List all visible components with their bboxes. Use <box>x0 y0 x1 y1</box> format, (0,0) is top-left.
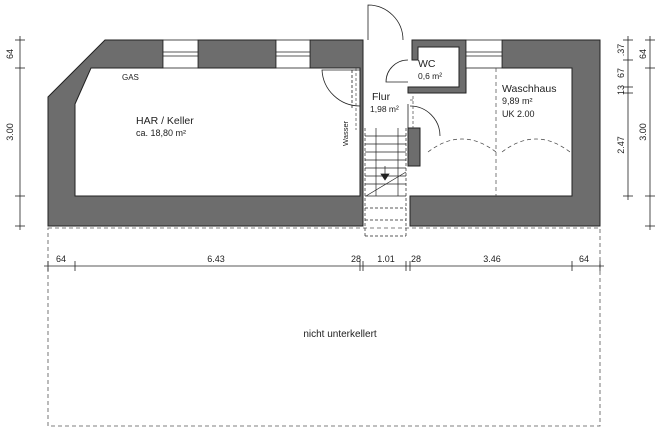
dim-h-3: 28 <box>351 254 361 264</box>
door-keller-arc <box>321 69 361 107</box>
dim-right-outer-2: 3.00 <box>638 123 648 141</box>
window-keller-2 <box>275 39 311 69</box>
wall-stair-pillar <box>407 127 421 167</box>
dim-right-outer-1: 64 <box>638 49 648 59</box>
room-waschhaus-name: Waschhaus <box>502 83 556 95</box>
room-keller-name: HAR / Keller <box>136 115 194 127</box>
windows <box>162 39 503 69</box>
flur-dashed-lines <box>355 68 414 130</box>
wall-waschhaus <box>409 39 601 227</box>
dim-h-7: 64 <box>579 254 589 264</box>
room-wc-name: WC <box>418 58 436 70</box>
dim-right-inner-4: 2.47 <box>616 136 626 154</box>
dim-h-4: 1.01 <box>377 254 395 264</box>
dimension-lines <box>15 36 655 271</box>
staircase <box>364 128 407 237</box>
room-wc-area: 0,6 m² <box>418 71 442 81</box>
unexcavated-label: nicht unterkellert <box>303 329 377 340</box>
dim-left-2: 3.00 <box>5 123 15 141</box>
room-waschhaus-area: 9,89 m² <box>502 96 533 106</box>
wasser-label: Wasser <box>341 120 350 146</box>
dim-left-1: 64 <box>5 49 15 59</box>
door-wasch-arc <box>409 105 441 137</box>
room-flur-area: 1,98 m² <box>370 104 399 114</box>
dim-h-2: 6.43 <box>207 254 225 264</box>
dim-right-inner-2: 67 <box>616 68 626 78</box>
room-flur-name: Flur <box>372 91 391 103</box>
dim-right-inner-3: 13 <box>616 85 626 95</box>
dim-h-6: 3.46 <box>483 254 501 264</box>
room-keller-area: ca. 18,80 m² <box>136 128 186 138</box>
wall-keller <box>47 39 364 227</box>
door-wc-arc <box>385 59 409 83</box>
window-keller-1 <box>162 39 199 69</box>
waschhaus-vault-lines <box>427 68 571 196</box>
doors <box>321 4 441 137</box>
unexcavated-area-outline <box>47 227 601 427</box>
door-entry-arc <box>367 4 404 41</box>
dim-right-inner-1: .37 <box>616 44 626 57</box>
wall-wc <box>407 39 467 94</box>
dim-h-5: 28 <box>411 254 421 264</box>
window-wasch <box>465 39 503 69</box>
walls <box>47 39 601 227</box>
gas-label: GAS <box>122 73 139 82</box>
wall-north-mid <box>197 39 277 69</box>
room-waschhaus-note: UK 2.00 <box>502 109 535 119</box>
dim-h-1: 64 <box>56 254 66 264</box>
